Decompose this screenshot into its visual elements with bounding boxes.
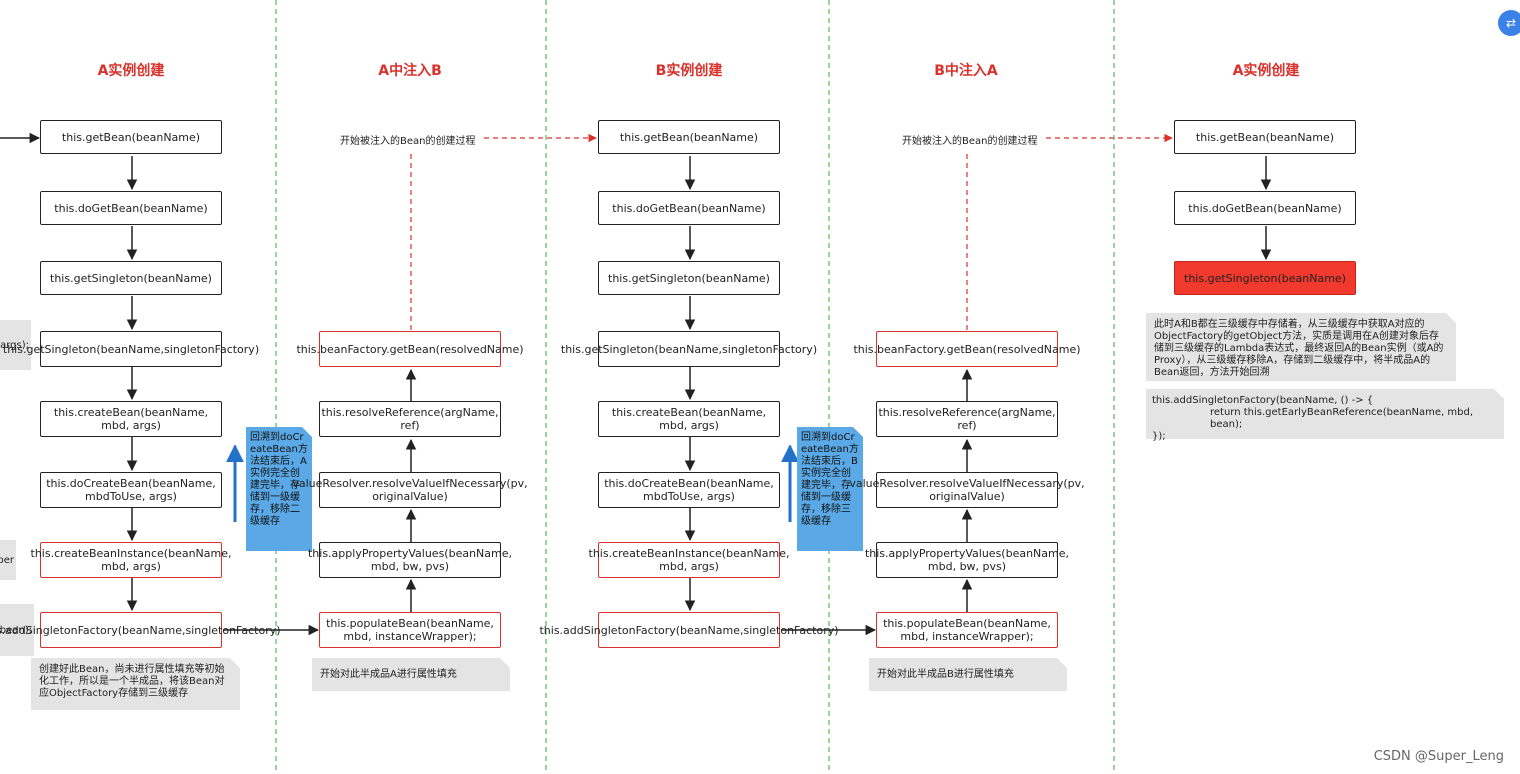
flow-step-b-do-create-bean: this.doCreateBean(beanName, mbdToUse, ar… [598, 472, 780, 508]
flow-step-get-singleton: this.getSingleton(beanName) [40, 261, 222, 295]
watermark: CSDN @Super_Leng [1373, 749, 1504, 764]
flow-step-resolve-reference: this.resolveReference(argName, ref) [319, 401, 501, 437]
flow-step-b-resolve-reference: this.resolveReference(argName, ref) [876, 401, 1058, 437]
translate-icon[interactable]: ⇄ [1498, 10, 1520, 36]
note-a-complete: 回溯到doCreateBean方法结束后，A实例完全创建完毕，存储到一级缓存，移… [246, 427, 312, 551]
edge-note-bottom: bean); [0, 604, 34, 656]
flow-step-b-populate-bean: this.populateBean(beanName, mbd, instanc… [876, 612, 1058, 648]
column-title-b-create: B实例创建 [655, 63, 723, 79]
flow-step-create-bean-instance: this.createBeanInstance(beanName, mbd, a… [31, 542, 232, 578]
note-fill-b: 开始对此半成品B进行属性填充 [869, 658, 1067, 691]
column-title-a-create: A实例创建 [97, 63, 165, 79]
flow-step-b-add-singleton-factory: this.addSingletonFactory(beanName,single… [539, 612, 839, 648]
flow-step-resolve-value: valueResolver.resolveValueIfNecessary(pv… [292, 472, 528, 508]
column-dividers [275, 0, 1115, 774]
column-title-b-inject-a: B中注入A [934, 63, 998, 79]
code-line-3: }); [1152, 431, 1166, 442]
flow-step-b-resolve-value: valueResolver.resolveValueIfNecessary(pv… [849, 472, 1085, 508]
flow-step-add-singleton-factory: this.addSingletonFactory(beanName,single… [0, 612, 281, 648]
flow-step-b-apply-property-values: this.applyPropertyValues(beanName, mbd, … [865, 542, 1069, 578]
note-b-complete: 回溯到doCreateBean方法结束后，B实例完全创建完毕，存储到一级缓存，移… [797, 427, 863, 551]
note-early-reference: 此时A和B都在三级缓存中存储着，从三级缓存中获取A对应的ObjectFactor… [1146, 313, 1456, 381]
note-lambda-code: this.addSingletonFactory(beanName, () ->… [1146, 389, 1504, 442]
flow-step-b-bean-factory-get-bean: this.beanFactory.getBean(resolvedName) [853, 331, 1081, 367]
column-title-a-create-2: A实例创建 [1232, 63, 1300, 79]
flow-step-bean-factory-get-bean: this.beanFactory.getBean(resolvedName) [296, 331, 524, 367]
flow-step-populate-bean: this.populateBean(beanName, mbd, instanc… [319, 612, 501, 648]
flow-step-do-create-bean: this.doCreateBean(beanName, mbdToUse, ar… [40, 472, 222, 508]
flow-step-a2-get-bean: this.getBean(beanName) [1174, 120, 1356, 154]
label-inject-a-start: 开始被注入的Bean的创建过程 [902, 136, 1038, 147]
label-inject-b-start: 开始被注入的Bean的创建过程 [340, 136, 476, 147]
flow-step-get-singleton-factory: this.getSingleton(beanName,singletonFact… [3, 331, 259, 367]
flow-step-apply-property-values: this.applyPropertyValues(beanName, mbd, … [308, 542, 512, 578]
note-fill-a: 开始对此半成品A进行属性填充 [312, 658, 510, 691]
flow-step-b-get-singleton-factory: this.getSingleton(beanName,singletonFact… [561, 331, 817, 367]
flow-step-b-get-singleton: this.getSingleton(beanName) [598, 261, 780, 295]
flow-step-do-get-bean: this.doGetBean(beanName) [40, 191, 222, 225]
edge-note-top: args); [0, 320, 31, 370]
flow-step-create-bean: this.createBean(beanName, mbd, args) [40, 401, 222, 437]
edge-note-mid: per [0, 540, 16, 580]
note-half-bean-cache: 创建好此Bean，尚未进行属性填充等初始化工作，所以是一个半成品，将该Bean对… [31, 658, 240, 710]
flow-step-get-bean: this.getBean(beanName) [40, 120, 222, 154]
code-line-1: this.addSingletonFactory(beanName, () ->… [1152, 395, 1374, 406]
flow-step-b-create-bean: this.createBean(beanName, mbd, args) [598, 401, 780, 437]
flow-step-b-do-get-bean: this.doGetBean(beanName) [598, 191, 780, 225]
flow-step-a2-do-get-bean: this.doGetBean(beanName) [1174, 191, 1356, 225]
code-line-2: return this.getEarlyBeanReference(beanNa… [1210, 407, 1474, 430]
flow-step-b-get-bean: this.getBean(beanName) [598, 120, 780, 154]
column-title-a-inject-b: A中注入B [378, 63, 442, 79]
flow-step-b-create-bean-instance: this.createBeanInstance(beanName, mbd, a… [589, 542, 790, 578]
flow-step-a2-get-singleton-highlight: this.getSingleton(beanName) [1174, 261, 1356, 295]
